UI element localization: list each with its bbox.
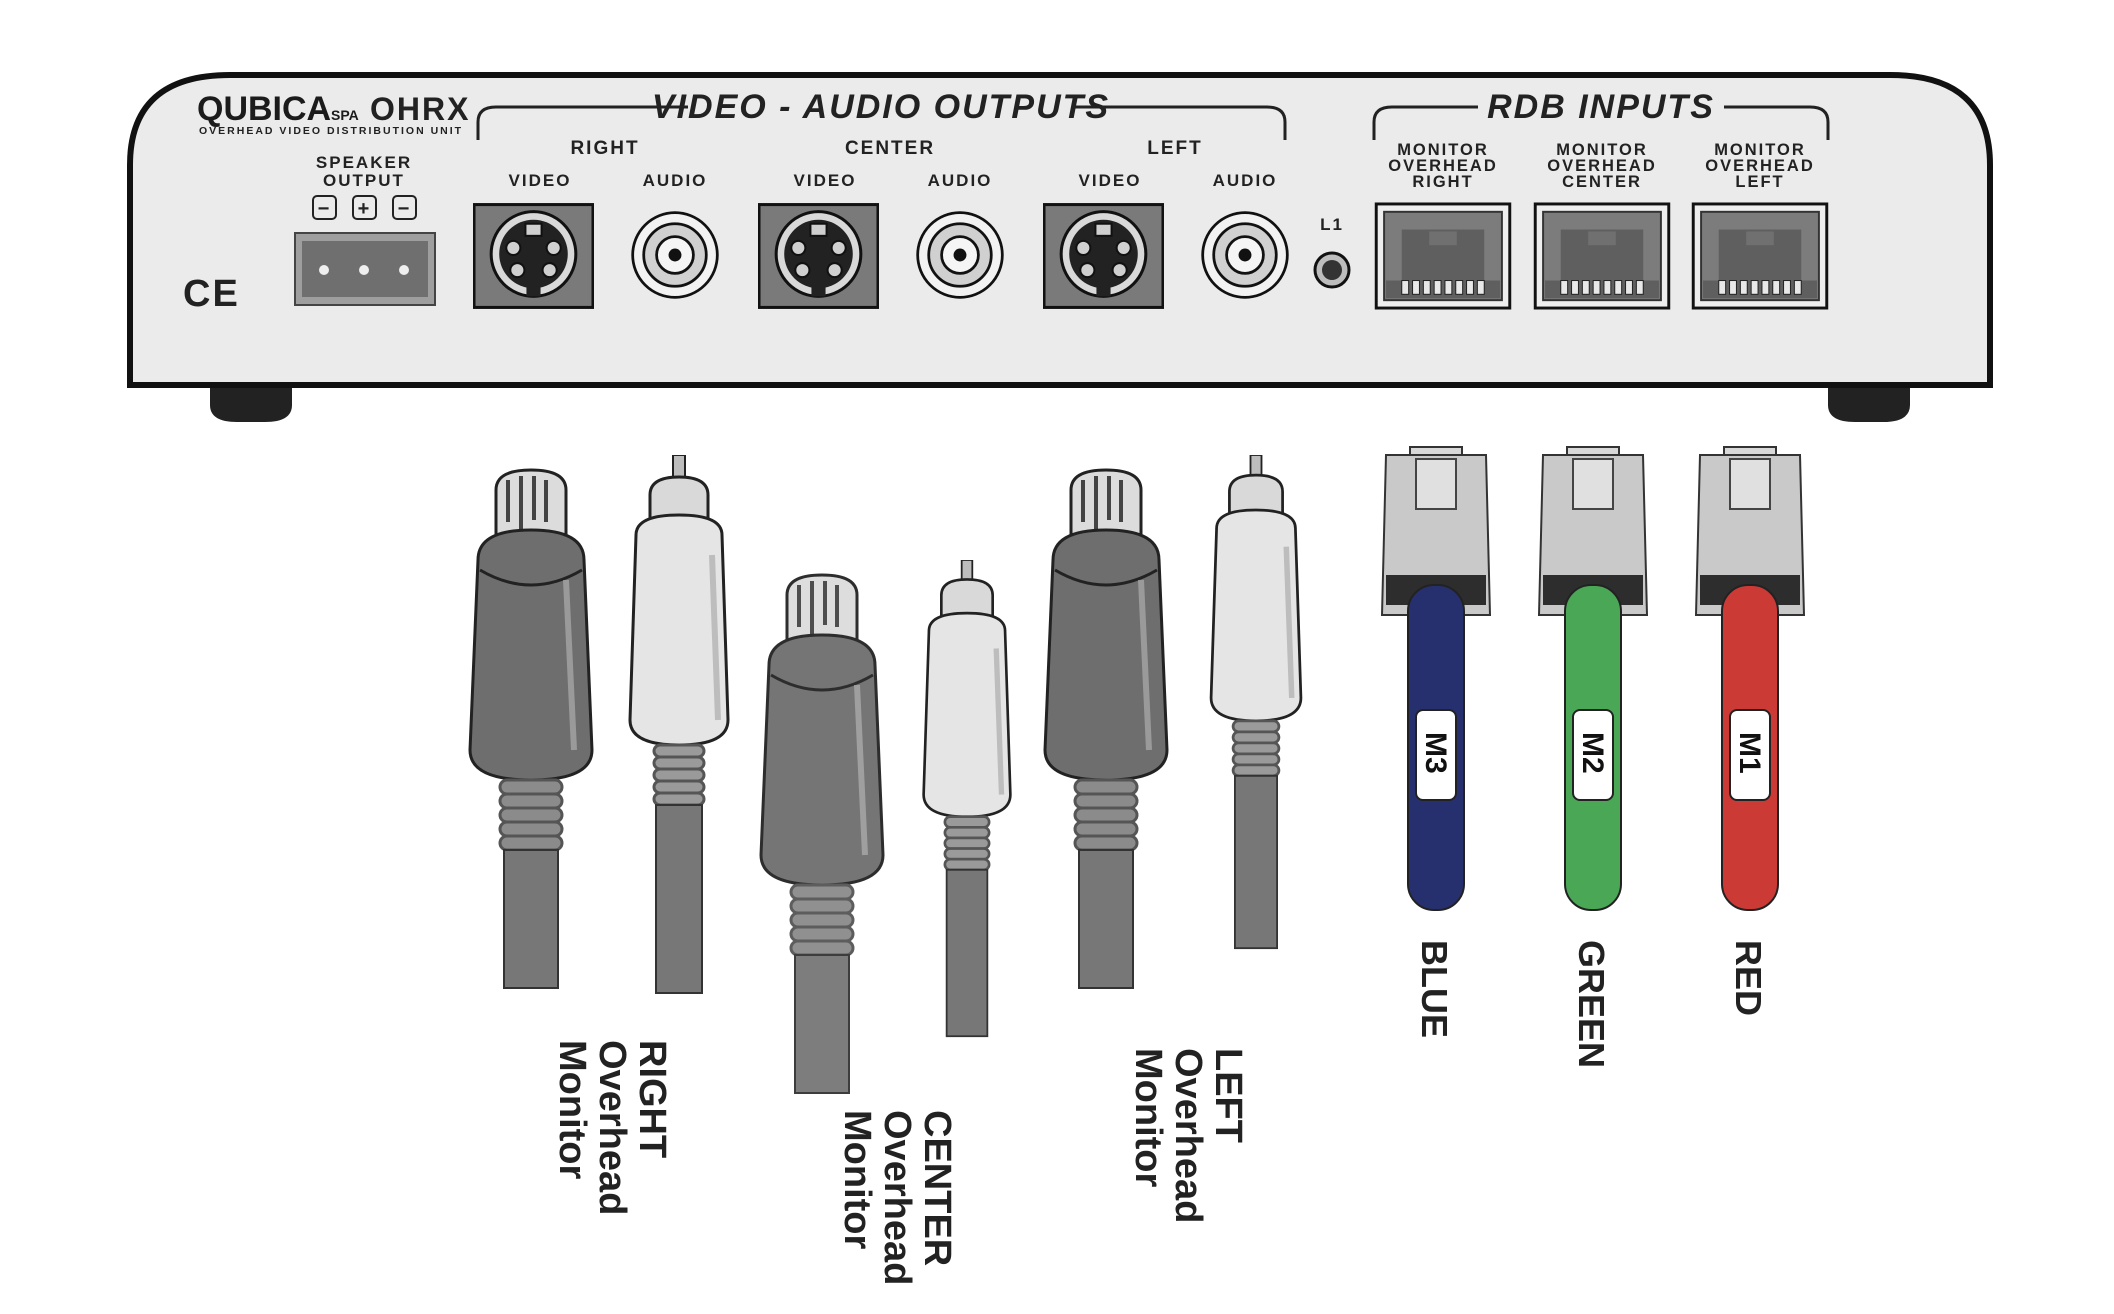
left-cable-label-line3: Monitor bbox=[1127, 1048, 1169, 1188]
input-right-label-line1: MONITOR bbox=[1397, 141, 1489, 159]
ce-mark: CE bbox=[183, 273, 240, 315]
input-left-label-line3: LEFT bbox=[1735, 173, 1784, 191]
led-indicator bbox=[1313, 251, 1351, 289]
right-cable-label-line2: Overhead bbox=[591, 1040, 633, 1215]
cable-tag-m1 bbox=[1729, 709, 1771, 801]
center-svideo-plug bbox=[761, 575, 883, 1093]
brand-suffix: SPA bbox=[331, 107, 359, 123]
group-label-right: RIGHT bbox=[570, 138, 639, 159]
cable-tag-m2 bbox=[1572, 709, 1614, 801]
cable-tag-text-m1: M1 bbox=[1733, 732, 1766, 774]
center-audio-label: AUDIO bbox=[928, 171, 993, 190]
input-center-label-line3: CENTER bbox=[1562, 173, 1642, 191]
cable-tag-m3 bbox=[1415, 709, 1457, 801]
terminal-minus-2: − bbox=[398, 198, 412, 220]
left-svideo-plug bbox=[1045, 470, 1167, 988]
input-right-rj45-port[interactable] bbox=[1374, 202, 1512, 310]
led-label: L1 bbox=[1320, 215, 1344, 234]
group-label-left: LEFT bbox=[1147, 138, 1203, 159]
input-left-label-line2: OVERHEAD bbox=[1705, 157, 1815, 175]
left-video-label: VIDEO bbox=[1079, 171, 1142, 190]
cable-color-label-green: GREEN bbox=[1571, 940, 1612, 1068]
center-video-port[interactable] bbox=[758, 203, 879, 309]
left-audio-label: AUDIO bbox=[1213, 171, 1278, 190]
terminal-minus-1: − bbox=[318, 198, 332, 220]
speaker-output-label-line2: OUTPUT bbox=[323, 171, 405, 190]
left-cable-label: LEFT Overhead Monitor bbox=[1127, 1048, 1249, 1223]
cable-tag-text-m2: M2 bbox=[1576, 732, 1609, 774]
center-cable-label: CENTER Overhead Monitor bbox=[836, 1110, 958, 1285]
input-left-label-line1: MONITOR bbox=[1714, 141, 1806, 159]
left-cable-label-line1: LEFT bbox=[1207, 1048, 1249, 1143]
right-rca-plug bbox=[630, 455, 728, 993]
input-center-rj45-port[interactable] bbox=[1533, 202, 1671, 310]
device-foot-right bbox=[1828, 388, 1910, 422]
left-audio-jack[interactable] bbox=[1201, 211, 1289, 299]
terminal-plus: + bbox=[358, 198, 372, 220]
cable-tag-text-m3: M3 bbox=[1419, 732, 1452, 774]
inputs-header: RDB INPUTS bbox=[1487, 88, 1715, 126]
right-video-port[interactable] bbox=[473, 203, 594, 309]
speaker-terminal-markers: − + − bbox=[312, 195, 417, 220]
input-right-label-line3: RIGHT bbox=[1412, 173, 1473, 191]
left-video-port[interactable] bbox=[1043, 203, 1164, 309]
input-right-label-line2: OVERHEAD bbox=[1388, 157, 1498, 175]
center-cable-label-line2: Overhead bbox=[876, 1110, 918, 1285]
inputs-bracket bbox=[1372, 105, 1830, 140]
center-video-label: VIDEO bbox=[794, 171, 857, 190]
right-svideo-plug bbox=[470, 470, 592, 988]
center-cable-label-line1: CENTER bbox=[916, 1110, 958, 1266]
input-center-label-line2: OVERHEAD bbox=[1547, 157, 1657, 175]
center-cable-label-line3: Monitor bbox=[836, 1110, 878, 1250]
outputs-bracket bbox=[476, 105, 1287, 140]
left-rca-plug bbox=[1211, 455, 1301, 948]
outputs-header: VIDEO - AUDIO OUTPUTS bbox=[652, 88, 1110, 126]
input-center-label-line1: MONITOR bbox=[1556, 141, 1648, 159]
cable-color-label-red: RED bbox=[1728, 940, 1769, 1016]
device-foot-left bbox=[210, 388, 292, 422]
brand-subtitle: OVERHEAD VIDEO DISTRIBUTION UNIT bbox=[199, 125, 463, 137]
brand-logo: QUBICA bbox=[197, 90, 331, 128]
group-label-center: CENTER bbox=[845, 138, 935, 159]
input-left-rj45-port[interactable] bbox=[1691, 202, 1829, 310]
speaker-output-connector[interactable] bbox=[294, 232, 436, 306]
right-audio-label: AUDIO bbox=[643, 171, 708, 190]
left-cable-label-line2: Overhead bbox=[1167, 1048, 1209, 1223]
right-video-label: VIDEO bbox=[509, 171, 572, 190]
right-cable-label: RIGHT Overhead Monitor bbox=[551, 1040, 673, 1215]
center-rca-plug bbox=[924, 560, 1011, 1036]
right-cable-label-line1: RIGHT bbox=[631, 1040, 673, 1158]
right-cable-label-line3: Monitor bbox=[551, 1040, 593, 1180]
center-audio-jack[interactable] bbox=[916, 211, 1004, 299]
cable-color-label-blue: BLUE bbox=[1414, 940, 1455, 1038]
speaker-output-label-line1: SPEAKER bbox=[316, 153, 412, 172]
model-name: OHRX bbox=[370, 91, 470, 127]
right-audio-jack[interactable] bbox=[631, 211, 719, 299]
